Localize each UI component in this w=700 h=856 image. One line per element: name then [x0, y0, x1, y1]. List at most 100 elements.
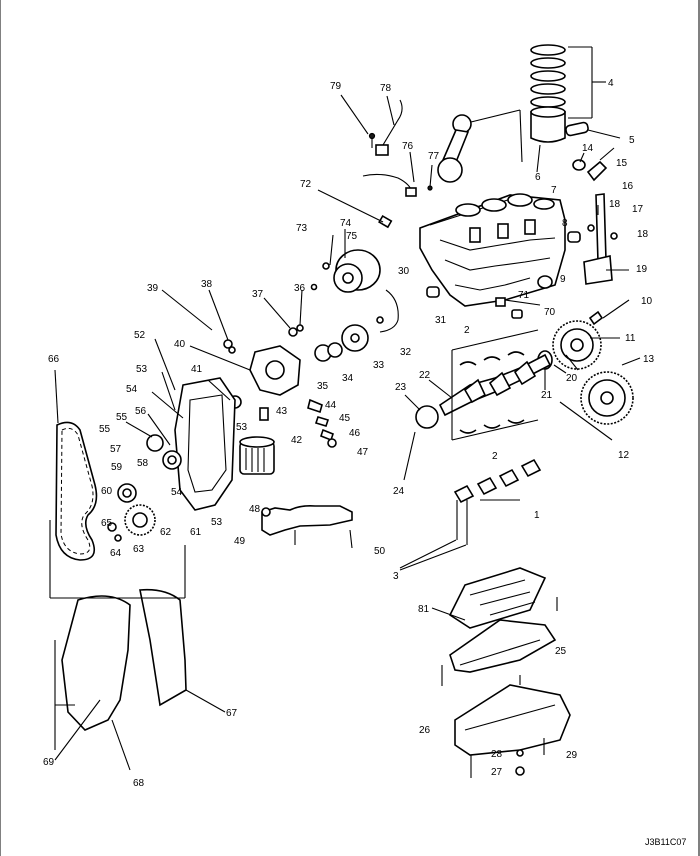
callout-7: 7: [551, 185, 557, 196]
callout-52: 52: [134, 330, 146, 341]
callout-2: 2: [464, 325, 470, 336]
callout-11: 11: [625, 333, 636, 344]
callout-18b: 18: [637, 229, 649, 240]
callout-labels: 1 2 2 3 4 5 6 7 8 9 10 11 12 13 14 15 16…: [43, 78, 655, 789]
callout-26: 26: [419, 725, 431, 736]
callout-19: 19: [636, 264, 648, 275]
connecting-rod: [437, 109, 523, 183]
callout-46: 46: [349, 428, 361, 439]
oil-pickup-tube: [261, 505, 353, 549]
callout-62: 62: [160, 527, 172, 538]
callout-36: 36: [294, 283, 306, 294]
callout-76: 76: [402, 141, 414, 152]
callout-37: 37: [252, 289, 264, 300]
callout-79: 79: [330, 81, 342, 92]
piston-assembly: [530, 44, 621, 173]
callout-41: 41: [191, 364, 203, 375]
callout-13: 13: [643, 354, 655, 365]
callout-21: 21: [541, 390, 553, 401]
callout-25: 25: [555, 646, 567, 657]
callout-4: 4: [608, 78, 614, 89]
callout-32: 32: [400, 347, 412, 358]
callout-12: 12: [618, 450, 630, 461]
callout-48: 48: [249, 504, 261, 515]
callout-69: 69: [43, 757, 55, 768]
callout-5: 5: [629, 135, 635, 146]
callout-72: 72: [300, 179, 312, 190]
callout-15: 15: [616, 158, 628, 169]
callout-54b: 54: [171, 487, 183, 498]
callout-47: 47: [357, 447, 369, 458]
callout-54: 54: [126, 384, 138, 395]
callout-24: 24: [393, 486, 405, 497]
callout-28: 28: [491, 749, 503, 760]
callout-53c: 53: [136, 364, 148, 375]
callout-55: 55: [116, 412, 128, 423]
callout-77: 77: [428, 151, 440, 162]
callout-16: 16: [622, 181, 634, 192]
callout-64: 64: [110, 548, 122, 559]
callout-53b: 53: [211, 517, 223, 528]
callout-78: 78: [380, 83, 392, 94]
callout-18: 18: [609, 199, 621, 210]
callout-43: 43: [276, 406, 288, 417]
callout-68: 68: [133, 778, 145, 789]
coolant-pipe: [572, 147, 618, 285]
callout-55b: 55: [99, 424, 111, 435]
oil-pan-assembly: [431, 567, 571, 778]
callout-40: 40: [174, 339, 186, 350]
block-small-parts: [317, 189, 604, 326]
callout-45: 45: [339, 413, 351, 424]
water-pump-pulley: [310, 249, 399, 362]
callout-14: 14: [582, 143, 594, 154]
callout-42: 42: [291, 435, 303, 446]
lower-timing-covers: [49, 520, 226, 771]
callout-10: 10: [641, 296, 653, 307]
callout-60: 60: [101, 486, 113, 497]
bearing-caps: [399, 458, 542, 571]
callout-27: 27: [491, 767, 503, 778]
callout-30: 30: [398, 266, 410, 277]
callout-35: 35: [317, 381, 329, 392]
timing-cover: [107, 377, 236, 542]
callout-81: 81: [418, 604, 430, 615]
oil-filter: [239, 436, 275, 475]
callout-6: 6: [535, 172, 541, 183]
callout-50: 50: [374, 546, 386, 557]
timing-belt: [54, 369, 98, 561]
callout-63: 63: [133, 544, 145, 555]
callout-39: 39: [147, 283, 159, 294]
oil-pump-housing: [223, 324, 337, 448]
callout-3: 3: [393, 571, 399, 582]
leader-lines: [125, 94, 641, 481]
callout-8: 8: [562, 218, 568, 229]
callout-20: 20: [566, 373, 578, 384]
callout-9: 9: [560, 274, 566, 285]
callout-49: 49: [234, 536, 246, 547]
sensor-harness: [362, 99, 433, 197]
callout-75: 75: [346, 231, 358, 242]
callout-22: 22: [419, 370, 431, 381]
callout-59: 59: [111, 462, 123, 473]
engine-block: [419, 193, 566, 307]
flywheel: [537, 320, 634, 441]
callout-53: 53: [236, 422, 248, 433]
callout-74: 74: [340, 218, 352, 229]
crankshaft: [415, 329, 552, 441]
callout-71: 71: [518, 290, 530, 301]
callout-58: 58: [137, 458, 149, 469]
callout-57: 57: [110, 444, 122, 455]
callout-2-lower: 2: [492, 451, 498, 462]
callout-61: 61: [190, 527, 202, 538]
callout-38: 38: [201, 279, 213, 290]
callout-56: 56: [135, 406, 147, 417]
callout-23: 23: [395, 382, 407, 393]
callout-17: 17: [632, 204, 644, 215]
callout-31: 31: [435, 315, 447, 326]
callout-29: 29: [566, 750, 578, 761]
callout-1: 1: [534, 510, 540, 521]
callout-66: 66: [48, 354, 60, 365]
callout-34: 34: [342, 373, 354, 384]
callout-44: 44: [325, 400, 337, 411]
